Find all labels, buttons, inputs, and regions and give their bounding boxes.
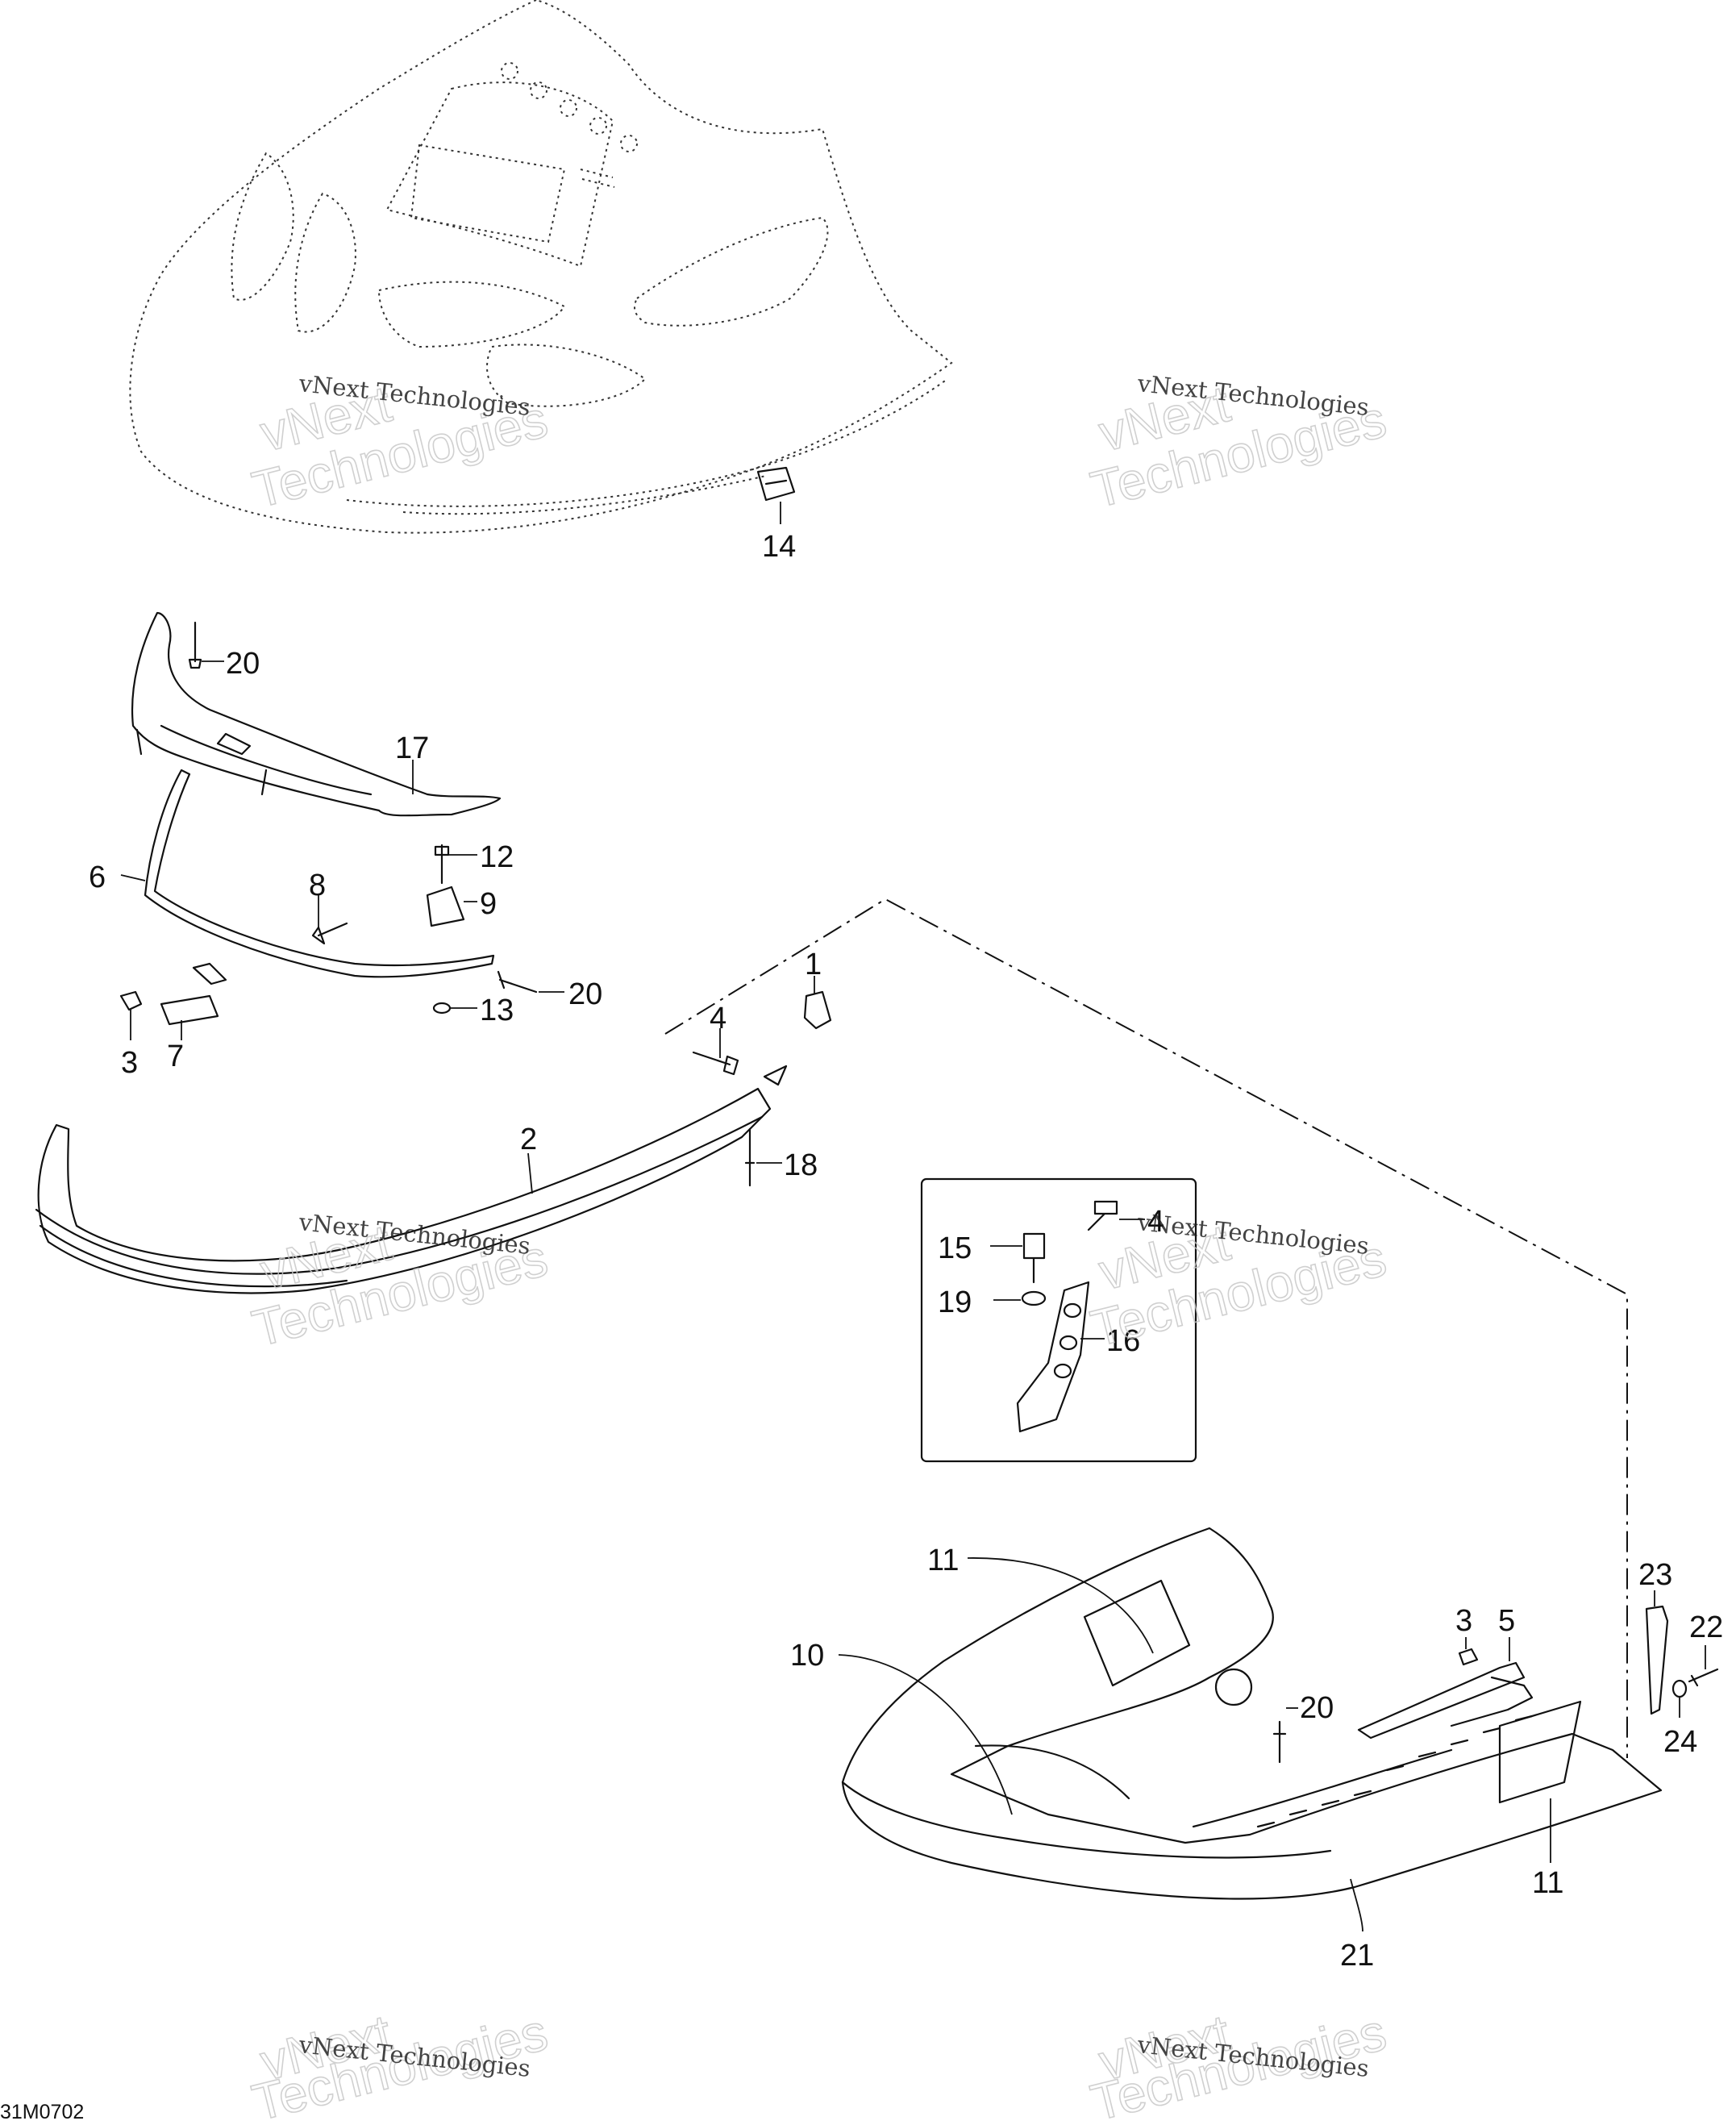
- callout-14: 14: [762, 530, 796, 564]
- callout-1: 1: [805, 948, 822, 981]
- callout-3-right: 3: [1455, 1604, 1472, 1638]
- part-6-bracket-rail: [120, 769, 495, 978]
- part-21-belly-pan: [838, 1527, 1719, 1932]
- callout-23: 23: [1638, 1558, 1672, 1592]
- callout-9: 9: [480, 887, 497, 921]
- watermarks: vNext Technologies vNext Technologies vN…: [246, 369, 1393, 2125]
- detail-inset: [920, 1177, 1197, 1463]
- callout-15: 15: [938, 1231, 972, 1265]
- callout-7: 7: [167, 1040, 184, 1073]
- bumper-fasteners: [692, 976, 832, 1187]
- callout-11-bottom: 11: [1532, 1866, 1563, 1900]
- callout-21: 21: [1340, 1939, 1374, 1973]
- part-14-clip: [756, 466, 796, 524]
- watermark-3: vNext Technologies vNext Technologies: [246, 1208, 554, 1358]
- callout-11-top: 11: [927, 1544, 959, 1577]
- watermark-5: vNext Technologies vNext Technologies: [246, 2002, 554, 2125]
- callout-19: 19: [938, 1285, 972, 1319]
- callout-17: 17: [395, 731, 429, 765]
- callout-20-top: 20: [226, 647, 260, 681]
- figure-code: 31M0702: [0, 2101, 84, 2123]
- callout-5: 5: [1498, 1604, 1515, 1638]
- callout-16: 16: [1106, 1324, 1140, 1358]
- callout-20-low: 20: [1300, 1691, 1334, 1725]
- part-17-front-panel: [131, 611, 502, 817]
- callout-13: 13: [480, 994, 514, 1027]
- callout-18: 18: [784, 1148, 818, 1182]
- hood-outline: [129, 0, 953, 534]
- callout-6: 6: [89, 860, 106, 894]
- callout-22: 22: [1689, 1610, 1723, 1644]
- callout-4-left: 4: [710, 1002, 726, 1035]
- watermark-1: vNext Technologies vNext Technologies: [246, 369, 554, 519]
- callout-12: 12: [480, 840, 514, 874]
- part-2-bumper: [35, 1087, 772, 1294]
- callout-3-left: 3: [121, 1046, 138, 1080]
- callout-24: 24: [1663, 1725, 1697, 1759]
- callout-20-mid: 20: [568, 977, 602, 1011]
- assembly-leader-line: [664, 898, 1628, 1758]
- fasteners-upper: [119, 621, 564, 1040]
- callout-8: 8: [309, 869, 326, 902]
- callout-2: 2: [520, 1123, 537, 1156]
- callout-4-inset: 4: [1147, 1205, 1164, 1239]
- callout-labels: 14 20 17 12 6 8 9 20 13 7 3 1 4 2 18 15 …: [89, 530, 1723, 1973]
- watermark-4: vNext Technologies vNext Technologies: [1084, 1208, 1393, 1358]
- watermark-6: vNext Technologies vNext Technologies: [1084, 2002, 1393, 2125]
- callout-10: 10: [790, 1639, 824, 1673]
- watermark-2: vNext Technologies vNext Technologies: [1084, 369, 1393, 519]
